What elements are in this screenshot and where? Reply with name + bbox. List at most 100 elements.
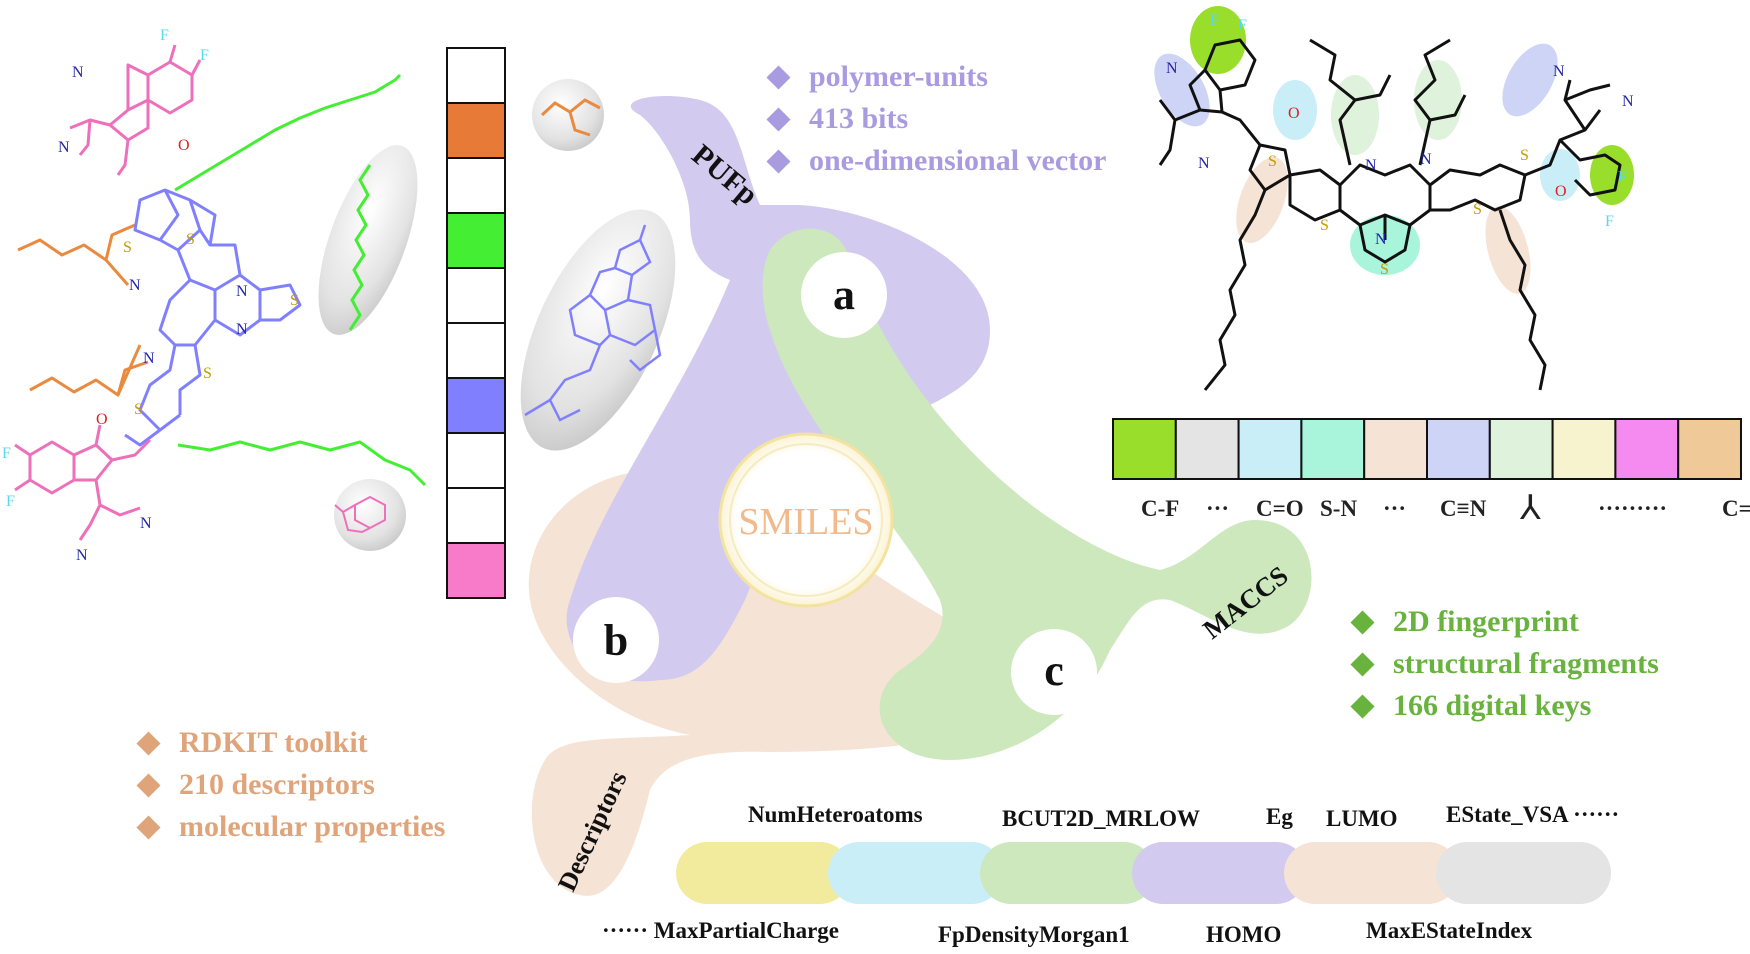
descriptor-label: NumHeteroatoms: [748, 802, 923, 827]
smiles-center: [718, 432, 894, 608]
atom-f: F: [1238, 17, 1247, 34]
smiles-label: SMILES: [738, 501, 873, 543]
circle-c: [1011, 629, 1097, 715]
atom-n: N: [1365, 157, 1377, 174]
pufp-info-item: polymer-units: [764, 56, 1106, 98]
pufp-info-list: polymer-units 413 bits one-dimensional v…: [764, 56, 1106, 182]
right-atom-labels: F F N N O S S N N N S S S O F F N N: [1166, 12, 1634, 278]
atom-n: N: [1420, 151, 1432, 168]
maccs-key-strip: [1112, 418, 1742, 480]
atom-o: O: [96, 411, 108, 428]
letter-b: b: [604, 616, 628, 665]
descriptor-label: BCUT2D_MRLOW: [1002, 806, 1201, 831]
descriptor-info-list: RDKIT toolkit 210 descriptors molecular …: [134, 722, 445, 848]
petal-maccs: [762, 228, 1312, 761]
descriptor-label: LUMO: [1326, 806, 1398, 831]
descriptor-pill: [828, 842, 1003, 904]
bit-cell: [446, 542, 506, 599]
atom-n: N: [72, 64, 84, 81]
atom-f: F: [1210, 12, 1219, 29]
bit-cell: [446, 267, 506, 324]
diamond-bullet-icon: [766, 148, 791, 174]
atom-n: N: [143, 350, 155, 367]
descriptor-pill: [1132, 842, 1307, 904]
descriptor-pill-strip: [676, 842, 1611, 904]
bit-cell: [446, 102, 506, 159]
left-molecule: [14, 44, 427, 541]
circle-a: [801, 252, 887, 338]
key-label: C=C: [1722, 496, 1750, 521]
descriptor-label: Eg: [1266, 804, 1293, 829]
key-label: C-F: [1141, 496, 1180, 521]
descriptor-info-item: molecular properties: [134, 806, 445, 848]
maccs-key-cell: [1426, 418, 1491, 480]
pufp-bit-vector: [446, 47, 506, 599]
atom-n: N: [140, 515, 152, 532]
atom-n: N: [236, 283, 248, 300]
atom-o: O: [1555, 183, 1567, 200]
bit-cell: [446, 377, 506, 434]
core-bubble: [520, 209, 676, 451]
descriptor-pill: [980, 842, 1155, 904]
atom-n: N: [236, 321, 248, 338]
key-label: ⅄: [1520, 490, 1541, 527]
pufp-petal-shape: [566, 95, 990, 682]
atom-n: N: [1622, 93, 1634, 110]
atom-s: S: [1473, 201, 1482, 218]
descriptor-label: HOMO: [1206, 922, 1282, 947]
descriptor-label: EState_VSA ······: [1446, 802, 1620, 827]
maccs-key-cell: [1363, 418, 1428, 480]
atom-f: F: [2, 445, 11, 462]
key-label: S-N: [1320, 496, 1358, 521]
atom-s: S: [1320, 217, 1329, 234]
atom-n: N: [129, 277, 141, 294]
diamond-bullet-icon: [1350, 651, 1375, 677]
atom-s: S: [1520, 147, 1529, 164]
diamond-bullet-icon: [136, 730, 161, 756]
left-atom-labels: F F N N O S S N N N S N S S O F F N N: [2, 27, 299, 564]
left-orange-chains: [17, 223, 149, 397]
atom-f: F: [200, 47, 209, 64]
diamond-bullet-icon: [1350, 609, 1375, 635]
atom-o: O: [178, 137, 190, 154]
descriptor-pill: [1284, 842, 1459, 904]
right-molecule: [1158, 38, 1622, 391]
bit-cell: [446, 157, 506, 214]
atom-f: F: [1618, 169, 1627, 186]
center-outer-ring: [718, 432, 894, 608]
atom-s: S: [186, 231, 195, 248]
atom-s: S: [1380, 261, 1389, 278]
maccs-info-item: 2D fingerprint: [1348, 601, 1659, 643]
maccs-key-cell: [1551, 418, 1617, 480]
atom-n: N: [1166, 60, 1178, 77]
maccs-key-cell: [1488, 418, 1554, 480]
maccs-info-item: structural fragments: [1348, 643, 1659, 685]
key-label: C=O: [1256, 496, 1304, 521]
descriptor-label: MaxEStateIndex: [1366, 918, 1533, 943]
diamond-bullet-icon: [136, 772, 161, 798]
key-label: ·········: [1598, 496, 1668, 521]
diamond-bullet-icon: [766, 106, 791, 132]
descriptor-label: FpDensityMorgan1: [938, 922, 1130, 947]
maccs-key-cell: [1174, 418, 1240, 480]
atom-s: S: [1268, 153, 1277, 170]
bit-cell: [446, 322, 506, 379]
atom-f: F: [1605, 213, 1614, 230]
atom-o: O: [1288, 105, 1300, 122]
atom-s: S: [290, 292, 299, 309]
atom-n: N: [76, 547, 88, 564]
atom-f: F: [6, 493, 15, 510]
maccs-petal-shape: [762, 228, 1312, 761]
descriptor-pill: [1436, 842, 1611, 904]
atom-s: S: [203, 365, 212, 382]
key-label: ···: [1383, 496, 1407, 521]
petal-pufp: [566, 95, 990, 682]
bit-cell: [446, 487, 506, 544]
center-inner-ring: [729, 443, 883, 597]
descriptor-pill: [676, 842, 851, 904]
circle-b: [573, 597, 659, 683]
atom-n: N: [1553, 63, 1565, 80]
left-green-chains: [174, 73, 427, 487]
pufp-info-item: 413 bits: [764, 98, 1106, 140]
